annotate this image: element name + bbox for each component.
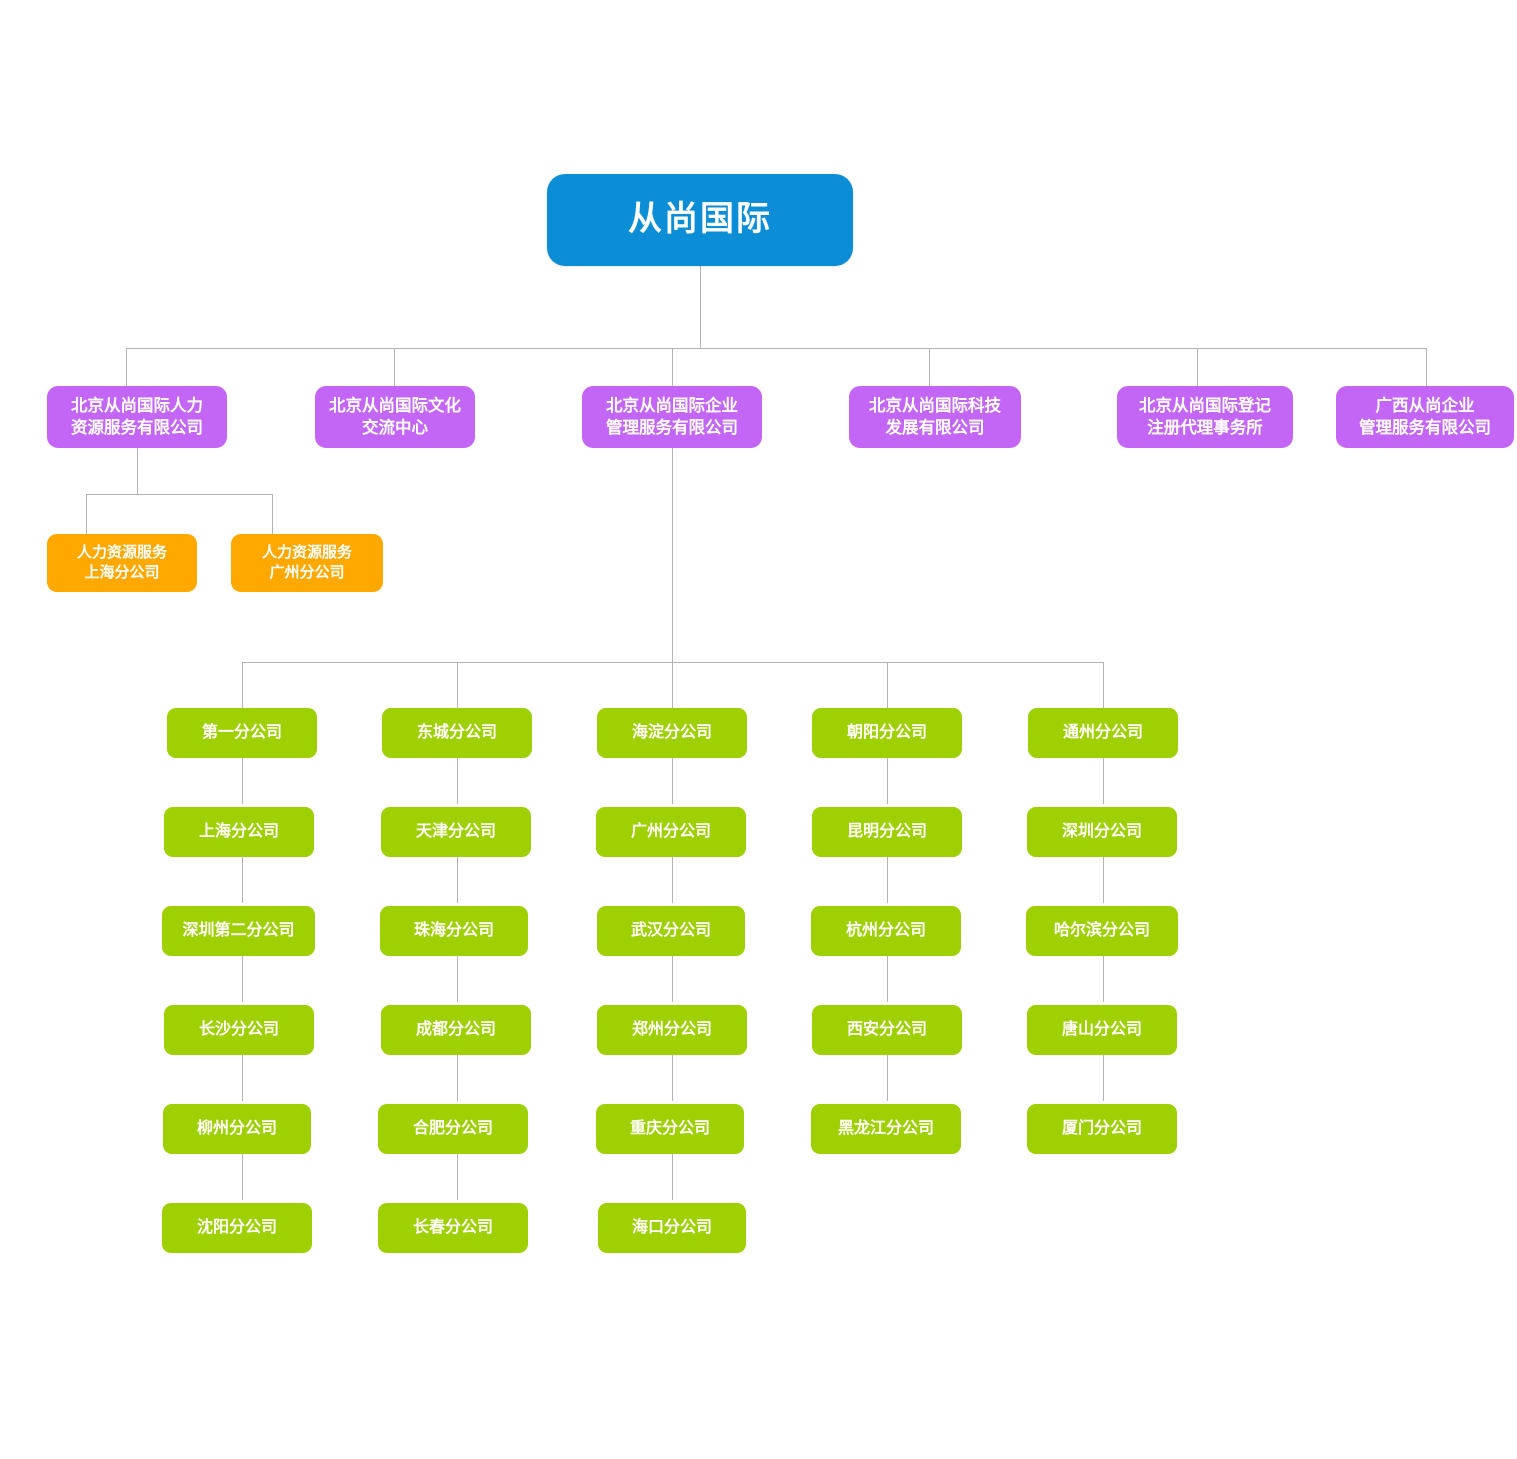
connector-col2-row3-row4 [457,956,458,1002]
org-node-level1-hr[interactable]: 北京从尚国际人力 资源服务有限公司 [47,386,227,448]
org-node-branch-c2-r5[interactable]: 合肥分公司 [378,1104,528,1154]
connector-enterprise-bus [242,662,1104,663]
connector-col5-row2-row3 [1103,857,1104,903]
org-node-branch-c4-r5[interactable]: 黑龙江分公司 [811,1104,961,1154]
org-node-branch-c3-r4[interactable]: 郑州分公司 [597,1005,747,1055]
connector-level1-drop-6 [1426,348,1427,386]
org-node-branch-c4-r1[interactable]: 朝阳分公司 [812,708,962,758]
org-node-branch-c2-r2[interactable]: 天津分公司 [381,807,531,857]
org-node-level1-enterprise[interactable]: 北京从尚国际企业 管理服务有限公司 [582,386,762,448]
org-node-branch-c2-r3[interactable]: 珠海分公司 [380,906,528,956]
connector-level1-drop-4 [929,348,930,386]
connector-col2-row2-row3 [457,857,458,903]
connector-enterprise-col-drop-2 [457,662,458,708]
org-node-branch-c1-r6[interactable]: 沈阳分公司 [162,1203,312,1253]
connector-level1-drop-3 [672,348,673,386]
connector-col1-row1-row2 [242,758,243,804]
org-node-branch-c1-r5[interactable]: 柳州分公司 [163,1104,311,1154]
connector-enterprise-col-drop-4 [887,662,888,708]
org-node-level1-culture[interactable]: 北京从尚国际文化 交流中心 [315,386,475,448]
connector-col2-row4-row5 [457,1055,458,1101]
connector-root-stem [700,266,701,348]
org-node-branch-c1-r1[interactable]: 第一分公司 [167,708,317,758]
org-node-branch-c1-r3[interactable]: 深圳第二分公司 [162,906,315,956]
org-node-hr-shanghai[interactable]: 人力资源服务 上海分公司 [47,534,197,592]
org-node-branch-c5-r3[interactable]: 哈尔滨分公司 [1026,906,1178,956]
org-node-root[interactable]: 从尚国际 [547,174,853,266]
connector-col3-row1-row2 [672,758,673,804]
org-node-branch-c5-r4[interactable]: 唐山分公司 [1027,1005,1177,1055]
org-node-branch-c5-r1[interactable]: 通州分公司 [1028,708,1178,758]
org-node-branch-c5-r5[interactable]: 厦门分公司 [1027,1104,1177,1154]
org-node-branch-c3-r5[interactable]: 重庆分公司 [596,1104,744,1154]
org-node-branch-c2-r6[interactable]: 长春分公司 [378,1203,528,1253]
org-node-branch-c4-r2[interactable]: 昆明分公司 [812,807,962,857]
org-node-branch-c1-r2[interactable]: 上海分公司 [164,807,314,857]
connector-enterprise-col-drop-5 [1103,662,1104,708]
org-node-branch-c1-r4[interactable]: 长沙分公司 [164,1005,314,1055]
org-node-branch-c4-r4[interactable]: 西安分公司 [812,1005,962,1055]
connector-col1-row4-row5 [242,1055,243,1101]
org-node-branch-c4-r3[interactable]: 杭州分公司 [811,906,961,956]
connector-col4-row3-row4 [887,956,888,1002]
connector-level1-drop-2 [394,348,395,386]
connector-col2-row5-row6 [457,1154,458,1200]
connector-hr-stem [137,448,138,494]
connector-enterprise-col-drop-3 [672,662,673,708]
connector-level1-bus [126,348,1426,349]
connector-col1-row5-row6 [242,1154,243,1200]
connector-col2-row1-row2 [457,758,458,804]
org-node-branch-c2-r4[interactable]: 成都分公司 [381,1005,531,1055]
connector-col5-row1-row2 [1103,758,1104,804]
connector-level1-drop-1 [126,348,127,386]
org-node-hr-guangzhou[interactable]: 人力资源服务 广州分公司 [231,534,383,592]
org-node-level1-technology[interactable]: 北京从尚国际科技 发展有限公司 [849,386,1021,448]
org-node-level1-registration[interactable]: 北京从尚国际登记 注册代理事务所 [1117,386,1293,448]
connector-col4-row1-row2 [887,758,888,804]
org-node-branch-c3-r3[interactable]: 武汉分公司 [597,906,745,956]
org-node-branch-c5-r2[interactable]: 深圳分公司 [1027,807,1177,857]
connector-col3-row3-row4 [672,956,673,1002]
connector-col4-row4-row5 [887,1055,888,1101]
connector-hr-drop-1 [86,494,87,534]
connector-col3-row5-row6 [672,1154,673,1200]
connector-level1-drop-5 [1197,348,1198,386]
connector-col1-row2-row3 [242,857,243,903]
org-node-branch-c3-r2[interactable]: 广州分公司 [596,807,746,857]
connector-col5-row3-row4 [1103,956,1104,1002]
connector-hr-bus [86,494,273,495]
org-node-branch-c2-r1[interactable]: 东城分公司 [382,708,532,758]
connector-enterprise-col-drop-1 [242,662,243,708]
connector-hr-drop-2 [272,494,273,534]
org-node-branch-c3-r6[interactable]: 海口分公司 [598,1203,746,1253]
connector-enterprise-stem [672,448,673,662]
connector-col3-row2-row3 [672,857,673,903]
connector-col1-row3-row4 [242,956,243,1002]
org-node-level1-guangxi[interactable]: 广西从尚企业 管理服务有限公司 [1336,386,1514,448]
connector-col4-row2-row3 [887,857,888,903]
connector-col3-row4-row5 [672,1055,673,1101]
connector-col5-row4-row5 [1103,1055,1104,1101]
org-node-branch-c3-r1[interactable]: 海淀分公司 [597,708,747,758]
